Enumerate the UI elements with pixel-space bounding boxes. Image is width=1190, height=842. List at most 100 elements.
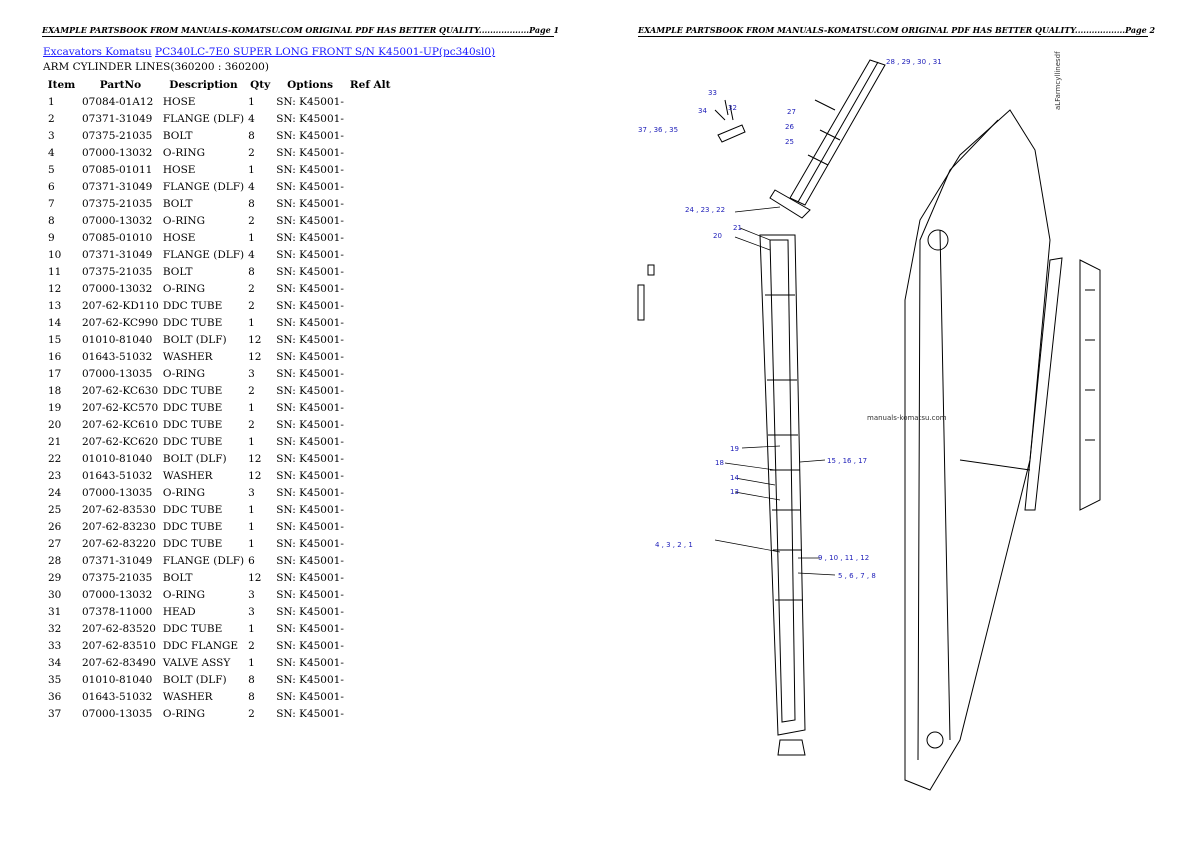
cell-part-number: 207-62-83530 (82, 503, 156, 516)
cell-quantity: 1 (248, 316, 255, 329)
callout-19: 19 (730, 445, 739, 453)
cell-part-number: 207-62-83220 (82, 537, 156, 550)
cell-options: SN: K45001- (276, 146, 344, 159)
cell-quantity: 12 (248, 350, 262, 363)
cell-part-number: 207-62-KC610 (82, 418, 159, 431)
cell-part-number: 07085-01011 (82, 163, 153, 176)
cell-ref-alt (346, 467, 395, 484)
cell-item-number: 6 (48, 180, 55, 193)
cell-description: BOLT (162, 265, 193, 278)
cell-ref-alt (346, 535, 395, 552)
cell-description: O-RING (162, 707, 205, 720)
parts-table: Item PartNo Description Qty Options Ref … (43, 77, 394, 722)
cell-ref-alt (346, 331, 395, 348)
cell-options: SN: K45001- (276, 180, 344, 193)
cell-ref-alt (346, 552, 395, 569)
cell-quantity: 3 (248, 486, 255, 499)
cell-description: O-RING (162, 146, 205, 159)
cell-options: SN: K45001- (276, 418, 344, 431)
cell-quantity: 3 (248, 367, 255, 380)
cell-item-number: 23 (48, 469, 62, 482)
cell-options: SN: K45001- (276, 673, 344, 686)
breadcrumb-model-link[interactable]: PC340LC-7E0 SUPER LONG FRONT S/N K45001-… (155, 46, 496, 58)
cell-part-number: 01643-51032 (82, 350, 153, 363)
cell-options: SN: K45001- (276, 248, 344, 261)
cell-quantity: 4 (248, 112, 255, 125)
cell-item-number: 12 (48, 282, 62, 295)
cell-part-number: 207-62-KC630 (82, 384, 159, 397)
cell-description: DDC TUBE (162, 418, 223, 431)
cell-part-number: 01643-51032 (82, 690, 153, 703)
cell-ref-alt (346, 399, 395, 416)
cell-description: DDC TUBE (162, 316, 223, 329)
cell-ref-alt (346, 246, 395, 263)
cell-description: BOLT (162, 129, 193, 142)
cell-item-number: 33 (48, 639, 62, 652)
cell-part-number: 07371-31049 (82, 180, 153, 193)
callout-4-1: 4 , 3 , 2 , 1 (655, 541, 693, 549)
cell-description: WASHER (162, 350, 213, 363)
cell-quantity: 1 (248, 401, 255, 414)
cell-description: BOLT (DLF) (162, 452, 227, 465)
cell-ref-alt (346, 365, 395, 382)
cell-item-number: 21 (48, 435, 62, 448)
cell-options: SN: K45001- (276, 112, 344, 125)
cell-description: BOLT (162, 197, 193, 210)
cell-item-number: 32 (48, 622, 62, 635)
callout-33: 33 (708, 89, 717, 97)
cell-description: BOLT (162, 571, 193, 584)
cell-part-number: 07375-21035 (82, 571, 153, 584)
cell-quantity: 2 (248, 299, 255, 312)
cell-part-number: 07371-31049 (82, 248, 153, 261)
cell-quantity: 1 (248, 656, 255, 669)
callout-13: 13 (730, 488, 739, 496)
cell-part-number: 207-62-KD110 (82, 299, 159, 312)
cell-description: HOSE (162, 95, 196, 108)
cell-ref-alt (346, 314, 395, 331)
cell-description: FLANGE (DLF) (162, 248, 245, 261)
cell-quantity: 8 (248, 197, 255, 210)
cell-quantity: 1 (248, 537, 255, 550)
cell-part-number: 207-62-83520 (82, 622, 156, 635)
breadcrumb-category-link[interactable]: Excavators Komatsu (43, 46, 152, 58)
cell-description: O-RING (162, 367, 205, 380)
cell-part-number: 07378-11000 (82, 605, 153, 618)
callout-26: 26 (785, 123, 794, 131)
cell-ref-alt (346, 127, 395, 144)
column-header-options: Options (287, 79, 333, 91)
valve-detail-drawing (714, 99, 746, 143)
cell-item-number: 30 (48, 588, 62, 601)
page-header-2: EXAMPLE PARTSBOOK FROM MANUALS-KOMATSU.C… (638, 25, 1156, 37)
cell-options: SN: K45001- (276, 401, 344, 414)
cell-part-number: 01010-81040 (82, 673, 153, 686)
cell-quantity: 6 (248, 554, 255, 567)
callout-21: 21 (733, 224, 742, 232)
cell-ref-alt (346, 263, 395, 280)
column-header-ref-alt: Ref Alt (349, 79, 391, 91)
cell-item-number: 28 (48, 554, 62, 567)
cell-description: DDC TUBE (162, 435, 223, 448)
cell-description: DDC FLANGE (162, 639, 239, 652)
cell-ref-alt (346, 280, 395, 297)
cell-options: SN: K45001- (276, 486, 344, 499)
cell-description: O-RING (162, 282, 205, 295)
cell-item-number: 3 (48, 129, 55, 142)
callout-14: 14 (730, 474, 739, 482)
cell-description: DDC TUBE (162, 622, 223, 635)
breadcrumb: Excavators Komatsu PC340LC-7E0 SUPER LON… (43, 46, 495, 58)
cell-ref-alt (346, 93, 395, 110)
cell-ref-alt (346, 110, 395, 127)
cell-item-number: 4 (48, 146, 55, 159)
arm-middle-drawing (759, 234, 806, 756)
cell-quantity: 8 (248, 690, 255, 703)
cell-item-number: 7 (48, 197, 55, 210)
cell-part-number: 07375-21035 (82, 129, 153, 142)
cell-ref-alt (346, 212, 395, 229)
cell-quantity: 1 (248, 503, 255, 516)
